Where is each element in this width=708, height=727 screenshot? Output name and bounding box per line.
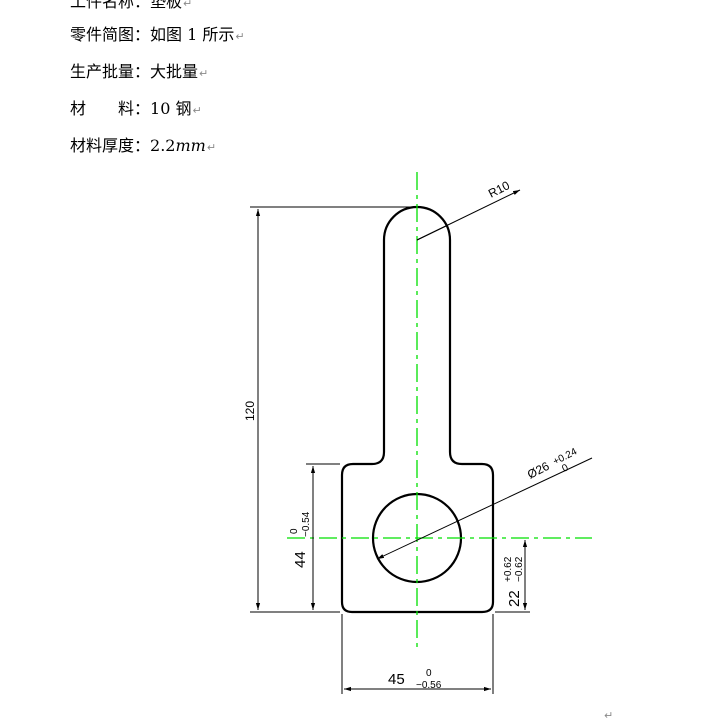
part-sketch-line: 零件简图：如图 1 所示↵ [70,25,245,47]
part-outline [340,205,495,614]
base-height-tol-lower: −0.54 [301,511,312,537]
paragraph-mark-icon: ↵ [604,709,614,722]
center-offset-tol-lower: −0.62 [514,556,525,582]
hole-diameter-line [376,457,593,560]
paragraph-mark-icon: ↵ [235,30,245,43]
material-value: 10 钢 [150,99,192,118]
workpiece-name-line: 工件名称：垫板↵ [70,0,192,14]
material-thickness-unit: mm [175,136,206,155]
paragraph-mark-icon: ↵ [199,67,209,80]
base-height-label: 44 [292,551,309,568]
paragraph-mark-icon: ↵ [183,0,193,10]
material-thickness-label: 材料厚度： [70,136,151,155]
production-batch-label: 生产批量： [70,62,151,81]
base-width-label: 45 [388,671,405,688]
center-offset-tol-upper: +0.62 [503,556,514,582]
paragraph-mark-icon: ↵ [206,141,217,154]
production-batch-value: 大批量 [150,62,199,81]
part-sketch-label: 零件简图： [70,25,151,44]
material-label: 材 料： [70,99,151,118]
material-thickness-line: 材料厚度：2.2mm↵ [70,136,216,158]
base-width-tol-lower: −0.56 [416,680,442,691]
paragraph-mark-icon: ↵ [192,104,202,117]
base-height-tol-upper: 0 [289,528,300,534]
workpiece-name-label: 工件名称： [70,0,151,11]
height-label: 120 [243,401,257,421]
center-offset-label: 22 [506,590,523,607]
workpiece-name-value: 垫板 [150,0,183,11]
radius-label: R10 [486,178,512,201]
material-thickness-value: 2.2 [150,136,176,155]
hole-diameter-tol-lower: 0 [560,462,570,475]
part-sketch-value: 如图 1 所示 [150,25,235,44]
material-line: 材 料：10 钢↵ [70,99,202,121]
production-batch-line: 生产批量：大批量↵ [70,62,208,84]
base-width-tol-upper: 0 [426,668,432,679]
